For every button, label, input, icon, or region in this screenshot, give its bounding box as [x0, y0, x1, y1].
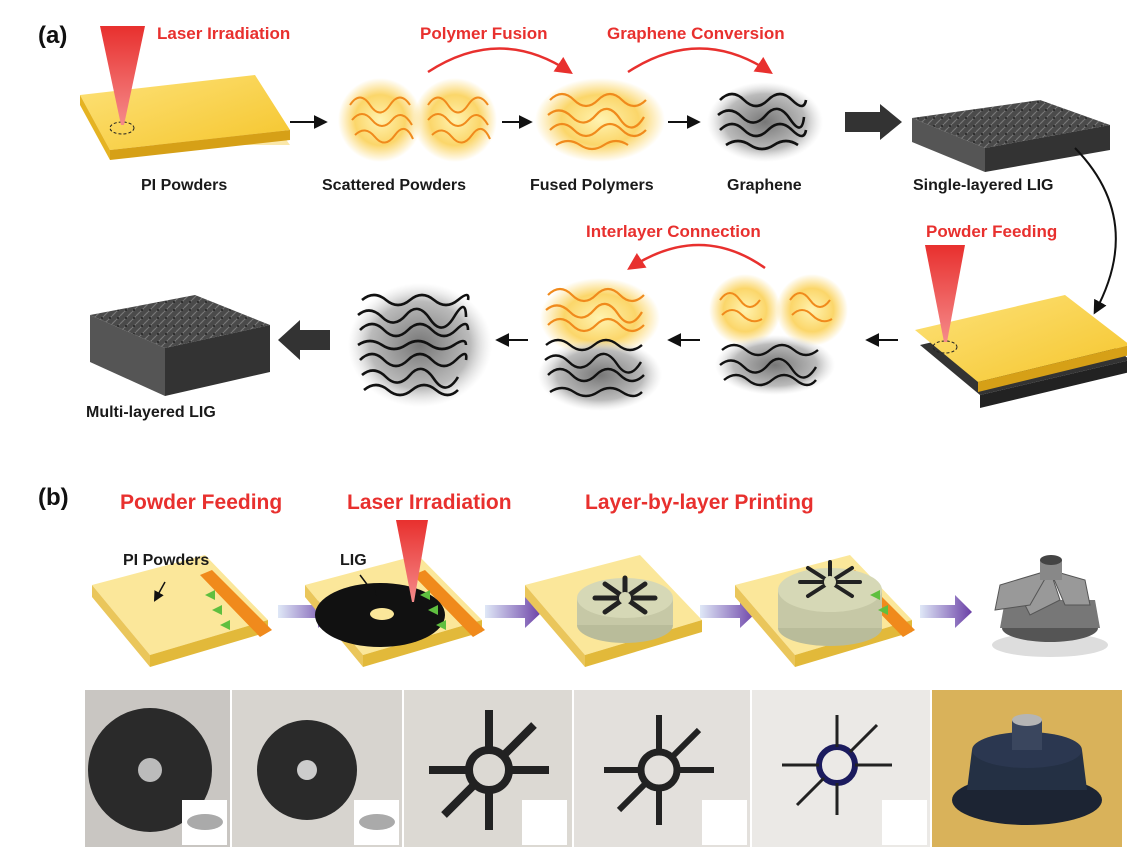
photo-1 [85, 690, 230, 847]
single-layered-lig-block [912, 100, 1110, 172]
interlayer-graphic [538, 278, 662, 411]
panel-b-label: (b) [38, 484, 69, 511]
step-laser-irradiation-b: Laser Irradiation [347, 491, 512, 514]
laser-beam-a1 [100, 26, 145, 125]
graphene-graphic [707, 82, 823, 162]
row1-arrows [290, 47, 1117, 315]
stage-scattered-powders: Scattered Powders [322, 177, 467, 194]
photo-6 [932, 690, 1122, 847]
photo-4 [574, 690, 750, 847]
stage-single-layered-lig: Single-layered LIG [913, 177, 1054, 194]
laser-beam-a2 [925, 245, 965, 342]
impeller-render [992, 555, 1108, 657]
stage-fused-polymers: Fused Polymers [530, 177, 654, 194]
step-powder-feeding-b: Powder Feeding [120, 491, 283, 514]
stage-graphene: Graphene [727, 177, 802, 194]
row2-arrows [278, 243, 898, 360]
callout-pi-powders: PI Powders [123, 552, 210, 569]
stage-multi-layered-lig: Multi-layered LIG [86, 404, 216, 421]
fused-polymers-graphic [535, 78, 665, 162]
powder-on-graphene-graphic [709, 274, 848, 395]
pi-powder-slab [80, 75, 290, 160]
multilayer-graphene-graphic [348, 283, 492, 407]
b-arrow-4 [920, 595, 972, 628]
printing-step-4 [735, 555, 915, 667]
photo-5 [752, 690, 930, 847]
b-arrow-2 [485, 595, 542, 628]
step-laser-irradiation-a: Laser Irradiation [157, 24, 291, 43]
stage-pi-powders: PI Powders [141, 177, 228, 194]
photo-2 [232, 690, 402, 847]
printing-step-2 [305, 520, 485, 667]
callout-lig: LIG [340, 552, 367, 569]
scattered-powders-graphic [338, 78, 497, 162]
step-powder-feeding-a: Powder Feeding [926, 222, 1058, 241]
step-polymer-fusion: Polymer Fusion [420, 24, 548, 43]
powder-feeding-slab [915, 295, 1127, 408]
photo-3 [404, 690, 572, 847]
step-layer-printing: Layer-by-layer Printing [585, 491, 814, 514]
multi-layered-lig-block [90, 295, 270, 396]
step-graphene-conversion: Graphene Conversion [607, 24, 785, 43]
printing-step-1 [92, 555, 272, 667]
panel-a-label: (a) [38, 22, 68, 49]
step-interlayer-connection: Interlayer Connection [586, 222, 761, 241]
printing-step-3 [525, 555, 702, 667]
